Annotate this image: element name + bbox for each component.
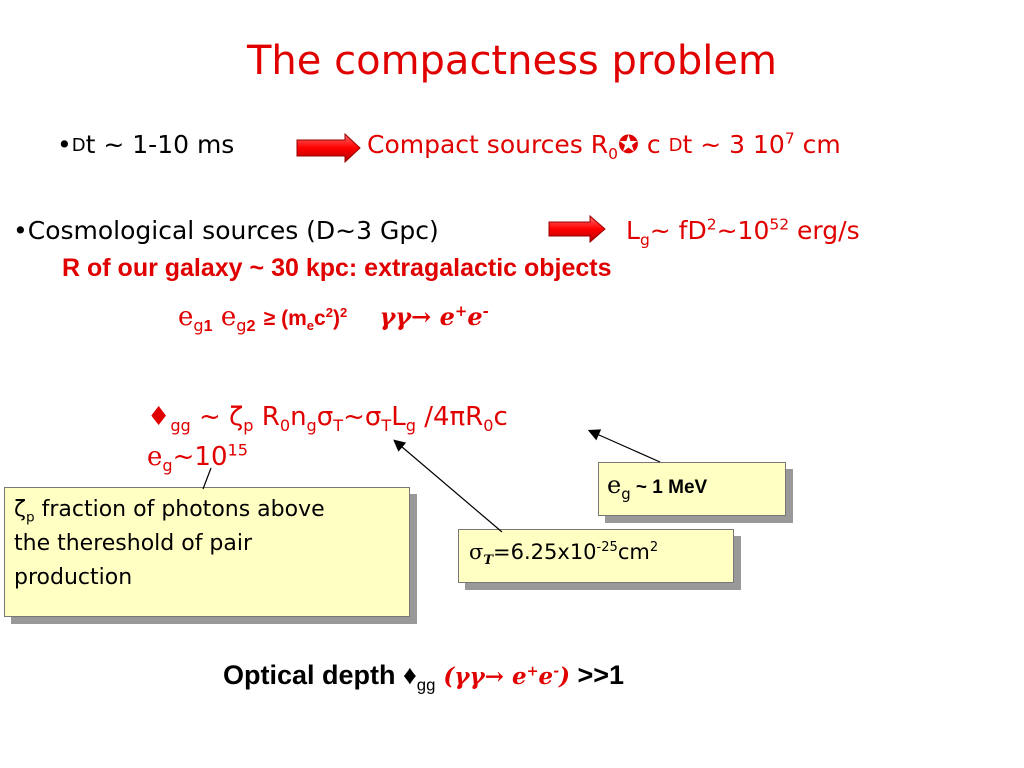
sup-2: 2 (706, 215, 717, 234)
n-term: n (290, 402, 307, 432)
gg-sub: gg (170, 416, 191, 436)
mev-callout: eg ~ 1 MeV (598, 462, 786, 516)
zeta-term: ~ ζ (190, 402, 244, 432)
sigma-term-2: ~σ (343, 402, 382, 432)
mev-value: ~ 1 MeV (630, 477, 708, 498)
zeta-pointer (202, 467, 212, 490)
estimate-text: t ~ 3 10 (682, 130, 785, 159)
sigma-value: =6.25x10 (493, 540, 597, 564)
bullet-cosmological: •Cosmological sources (D~3 Gpc) (13, 216, 439, 245)
tau-symbol: ♦ (403, 660, 417, 690)
compact-label: Compact sources R (367, 130, 609, 159)
lum-mid2: ~10 (716, 216, 770, 245)
sup-2: 2 (649, 540, 659, 555)
n-sub: g (306, 416, 317, 436)
galaxy-note: R of our galaxy ~ 30 kpc: extragalactic … (62, 254, 612, 282)
optical-depth-label: Optical depth (223, 660, 404, 690)
zeta-callout: ζp fraction of photons above the theresh… (4, 487, 410, 617)
callout-line-2: the thereshold of pair (14, 531, 253, 556)
exp-15: 15 (227, 440, 249, 460)
unit-erg: erg/s (789, 216, 860, 245)
sigma-term: σ (316, 402, 334, 432)
c-symbol: c (638, 130, 669, 159)
tau-value: ~10 (172, 442, 228, 472)
implies-arrow-2 (548, 214, 606, 244)
zeta-sub: p (25, 509, 35, 526)
delta-glyph: D (71, 135, 86, 156)
delta-glyph: D (668, 135, 683, 156)
r0-sub: 0 (279, 416, 291, 436)
bullet-timescale: •Dt ~ 1-10 ms (57, 130, 234, 159)
pair-production-eq: (γγ→ e+e-) (435, 663, 570, 690)
gamma-sub: g (162, 456, 173, 476)
tau-estimate: eg~1015 (147, 440, 249, 476)
T-sub: T (333, 416, 344, 436)
gamma-sub: g (639, 231, 650, 249)
c-term: c (493, 402, 508, 432)
mev-text: eg ~ 1 MeV (607, 471, 708, 501)
optical-depth-formula: ♦gg ~ ζp R0ngσT~σTLg /4πR0c (147, 402, 508, 436)
index-1: 1 (203, 317, 213, 336)
lum-mid: ~ fD (649, 216, 707, 245)
exp-7: 7 (784, 129, 795, 148)
sigma-callout: σT=6.25x10-25cm2 (458, 529, 734, 583)
sigma-pointer (393, 439, 503, 533)
R0-sub: 0 (483, 416, 494, 436)
gamma-sub: g (236, 316, 247, 336)
leq-icon: ✪ (618, 130, 639, 159)
compact-sources-text: Compact sources R0✪ c Dt ~ 3 107 cm (367, 129, 841, 162)
callout-line-3: production (14, 565, 133, 590)
denominator: /4πR (415, 402, 484, 432)
L-term: L (391, 402, 406, 432)
implies-arrow-1 (296, 132, 361, 164)
zeta-sub: p (243, 416, 254, 436)
L-sub: g (405, 416, 416, 436)
energy-symbol: e (147, 442, 163, 472)
gamma-sub: g (621, 484, 631, 503)
sup-52: 52 (769, 215, 790, 234)
mev-pointer (587, 429, 661, 463)
luminosity-text: Lg~ fD2~1052 erg/s (626, 215, 860, 248)
bullet-marker: • (57, 130, 72, 159)
threshold-condition: eg1 eg2 ≥ (mec2)2 γγ→ e+e- (178, 302, 489, 336)
energy-symbol: e (607, 471, 622, 499)
timescale-text: t ~ 1-10 ms (85, 130, 235, 159)
exp-25: -25 (596, 540, 618, 555)
zeta-symbol: ζ (14, 497, 26, 522)
callout-line-1: fraction of photons above (34, 497, 325, 522)
much-greater-one: >>1 (570, 660, 625, 690)
unit-cm: cm (617, 540, 650, 564)
slide-title: The compactness problem (247, 38, 777, 84)
r-term: R (253, 402, 280, 432)
optical-depth-conclusion: Optical depth ♦gg (γγ→ e+e-) >>1 (223, 660, 625, 695)
L-symbol: L (626, 216, 640, 245)
T-sub-2: T (381, 416, 392, 436)
r0-subscript: 0 (608, 145, 619, 163)
index-2: 2 (246, 317, 256, 336)
tau-symbol: ♦ (147, 402, 171, 432)
sigma-symbol: σ (469, 540, 484, 564)
sigma-text: σT=6.25x10-25cm2 (469, 540, 659, 567)
zeta-callout-text: ζp fraction of photons above the theresh… (14, 493, 325, 595)
gg-sub: gg (416, 675, 436, 695)
energy-symbol: e (178, 302, 194, 332)
mec2: ≥ (mec2)2 (263, 305, 348, 334)
gamma-sub: g (193, 316, 204, 336)
unit-cm: cm (794, 130, 841, 159)
pair-production-eq: γγ→ e+e- (379, 302, 489, 331)
energy-symbol: e (212, 302, 237, 332)
T-sub: T (483, 553, 494, 569)
